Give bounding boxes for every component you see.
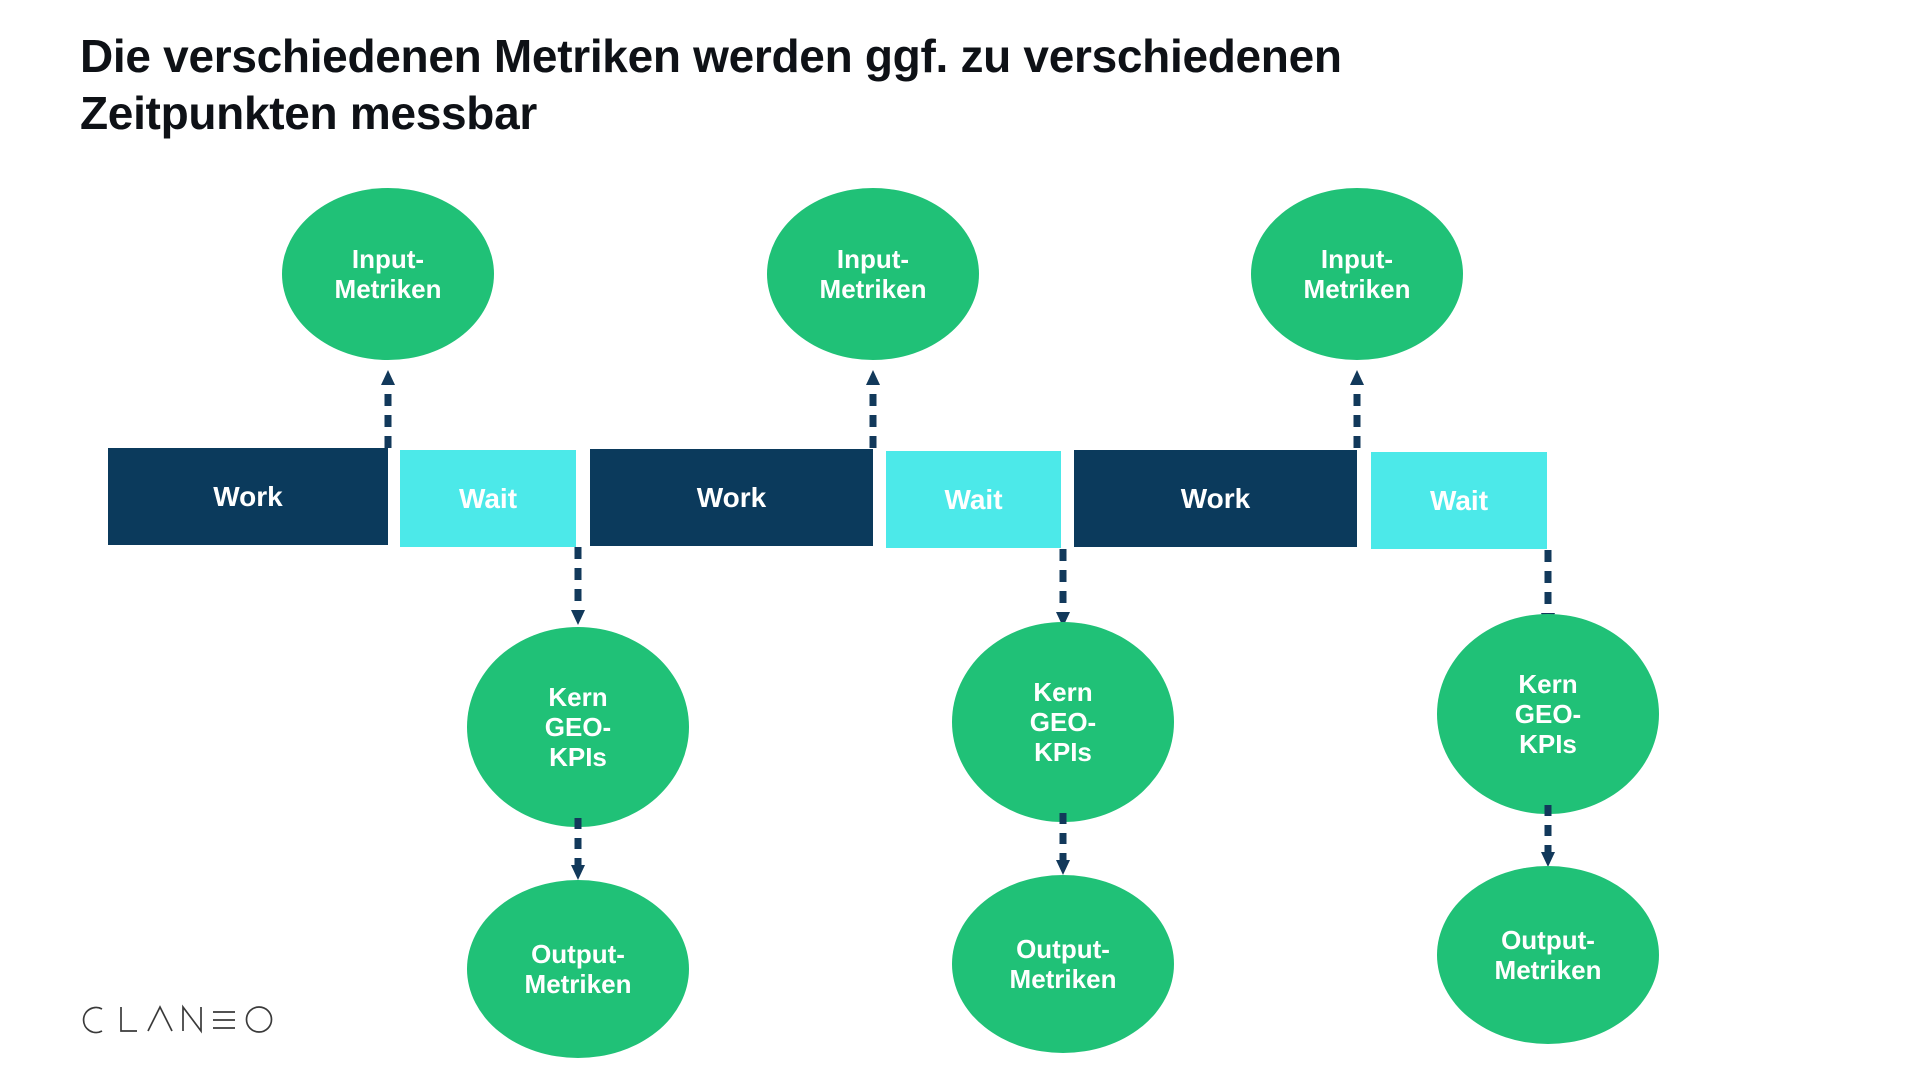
bar-work-3-label: Work <box>1180 482 1251 514</box>
claneo-logo <box>76 1000 296 1042</box>
arrow-down-dashed-6 <box>1541 805 1555 867</box>
bar-work-2-label: Work <box>696 481 767 513</box>
node-kern-geo-kpis-2-line-2: GEO- <box>1029 706 1097 737</box>
page-title-line-2: Zeitpunkten messbar <box>80 87 537 140</box>
page-title: Die verschiedenen Metriken werden ggf. z… <box>80 28 1780 142</box>
bar-wait-1[interactable]: Wait <box>400 450 576 547</box>
node-input-metriken-2-line-1: Input- <box>836 243 910 274</box>
arrow-up-dashed-1 <box>381 370 395 448</box>
node-kern-geo-kpis-1-line-1: Kern <box>548 681 608 712</box>
bar-wait-2[interactable]: Wait <box>886 451 1061 548</box>
node-output-metriken-1[interactable]: Output- Metriken <box>467 880 689 1058</box>
node-input-metriken-1-line-1: Input- <box>351 243 425 274</box>
arrow-down-dashed-1 <box>571 547 585 625</box>
node-kern-geo-kpis-1-line-2: GEO- <box>544 711 612 742</box>
node-kern-geo-kpis-2-line-3: KPIs <box>1034 737 1092 768</box>
node-kern-geo-kpis-3-line-2: GEO- <box>1514 698 1582 729</box>
node-kern-geo-kpis-3-line-1: Kern <box>1518 668 1578 699</box>
node-output-metriken-3[interactable]: Output- Metriken <box>1437 866 1659 1044</box>
page-title-line-1: Die verschiedenen Metriken werden ggf. z… <box>80 30 1342 82</box>
node-input-metriken-2-line-2: Metriken <box>819 274 927 304</box>
node-input-metriken-3-line-2: Metriken <box>1303 274 1411 304</box>
node-input-metriken-3-line-1: Input- <box>1320 243 1394 274</box>
node-kern-geo-kpis-1-line-3: KPIs <box>549 742 607 773</box>
node-input-metriken-1-line-2: Metriken <box>334 274 442 304</box>
bar-work-3[interactable]: Work <box>1074 450 1357 547</box>
bar-work-1[interactable]: Work <box>108 448 388 545</box>
node-output-metriken-1-line-2: Metriken <box>524 969 632 999</box>
bar-wait-3-label: Wait <box>1429 484 1489 516</box>
node-kern-geo-kpis-2[interactable]: Kern GEO- KPIs <box>952 622 1174 822</box>
bar-wait-2-label: Wait <box>944 483 1003 515</box>
node-kern-geo-kpis-3-line-3: KPIs <box>1519 729 1577 760</box>
arrow-up-dashed-2 <box>866 370 880 448</box>
arrow-down-dashed-2 <box>1056 549 1070 627</box>
node-output-metriken-2-line-2: Metriken <box>1009 964 1117 994</box>
node-output-metriken-2-line-1: Output- <box>1016 933 1110 964</box>
bar-work-2[interactable]: Work <box>590 449 873 546</box>
node-output-metriken-1-line-1: Output- <box>531 938 625 969</box>
node-kern-geo-kpis-2-line-1: Kern <box>1033 676 1093 707</box>
arrow-down-dashed-4 <box>571 818 585 880</box>
node-output-metriken-2[interactable]: Output- Metriken <box>952 875 1174 1053</box>
node-input-metriken-1[interactable]: Input- Metriken <box>282 188 494 360</box>
arrow-up-dashed-3 <box>1350 370 1364 448</box>
node-kern-geo-kpis-3[interactable]: Kern GEO- KPIs <box>1437 614 1659 814</box>
bar-work-1-label: Work <box>213 480 283 512</box>
node-kern-geo-kpis-1[interactable]: Kern GEO- KPIs <box>467 627 689 827</box>
bar-wait-1-label: Wait <box>458 482 518 514</box>
bar-wait-3[interactable]: Wait <box>1371 452 1547 549</box>
node-input-metriken-3[interactable]: Input- Metriken <box>1251 188 1463 360</box>
node-input-metriken-2[interactable]: Input- Metriken <box>767 188 979 360</box>
node-output-metriken-3-line-2: Metriken <box>1494 955 1602 985</box>
arrow-down-dashed-5 <box>1056 813 1070 875</box>
node-output-metriken-3-line-1: Output- <box>1501 924 1595 955</box>
